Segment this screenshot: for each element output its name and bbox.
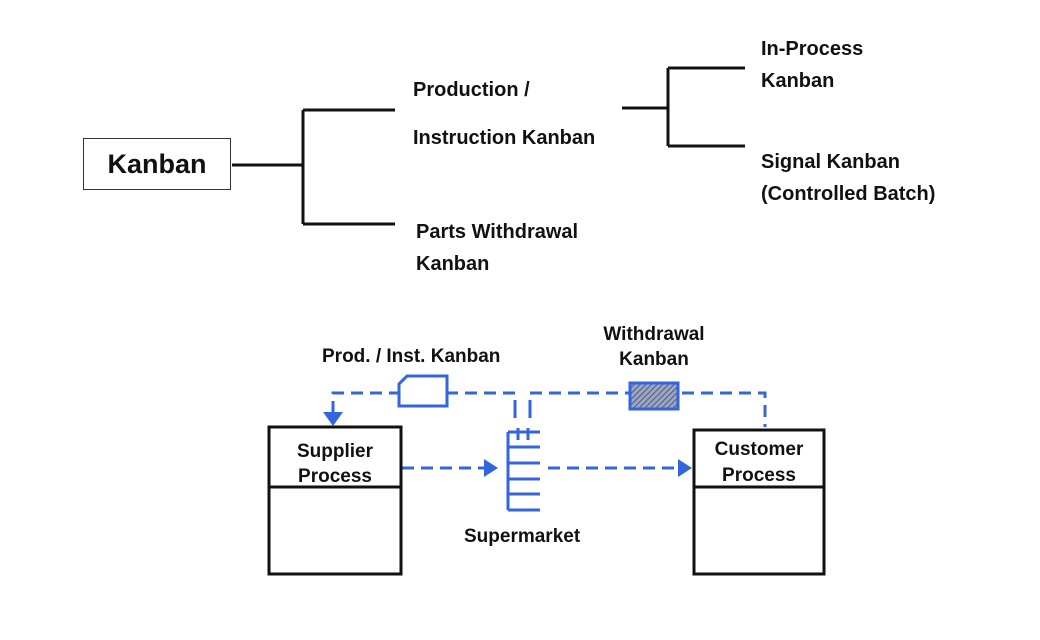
prod-inst-kanban-loop	[331, 391, 515, 413]
signal-kanban-label-line1: Signal Kanban	[761, 151, 900, 173]
supermarket-icon	[506, 400, 540, 512]
withdrawal-kanban-label-line1: Parts Withdrawal	[416, 221, 579, 243]
supermarket-label: Supermarket	[464, 526, 581, 547]
production-kanban-label-line1: Production /	[413, 79, 530, 101]
withdrawal-label-line1: Withdrawal	[603, 324, 705, 345]
supplier-process-box	[267, 425, 403, 576]
supplier-process-label-line1: Supplier	[296, 441, 373, 462]
withdrawal-label-line2: Kanban	[619, 349, 689, 370]
in-process-kanban-label-line2: Kanban	[761, 70, 835, 92]
withdrawal-kanban-loop	[530, 391, 767, 427]
kanban-root-label: Kanban	[107, 148, 207, 179]
customer-process-box	[692, 428, 826, 576]
in-process-kanban-label-line1: In-Process	[761, 38, 864, 60]
withdrawal-kanban-card	[628, 381, 680, 411]
signal-kanban-label-line2: (Controlled Batch)	[761, 183, 936, 205]
customer-process-label-line2: Process	[722, 465, 796, 486]
arrow-down-to-supplier	[323, 412, 343, 426]
tree-connectors	[232, 66, 745, 226]
customer-process-label-line1: Customer	[714, 439, 804, 460]
arrow-into-customer	[678, 459, 692, 477]
kanban-loops	[331, 391, 767, 470]
arrowheads	[323, 412, 692, 477]
supplier-process-label-line2: Process	[298, 466, 372, 487]
arrow-into-supermarket	[484, 459, 498, 477]
prod-inst-kanban-card	[397, 374, 449, 408]
production-kanban-label-line2: Instruction Kanban	[413, 127, 596, 149]
withdrawal-kanban-label-line2: Kanban	[416, 253, 490, 275]
kanban-root-box: Kanban	[83, 138, 231, 190]
prod-inst-kanban-label: Prod. / Inst. Kanban	[322, 346, 501, 367]
